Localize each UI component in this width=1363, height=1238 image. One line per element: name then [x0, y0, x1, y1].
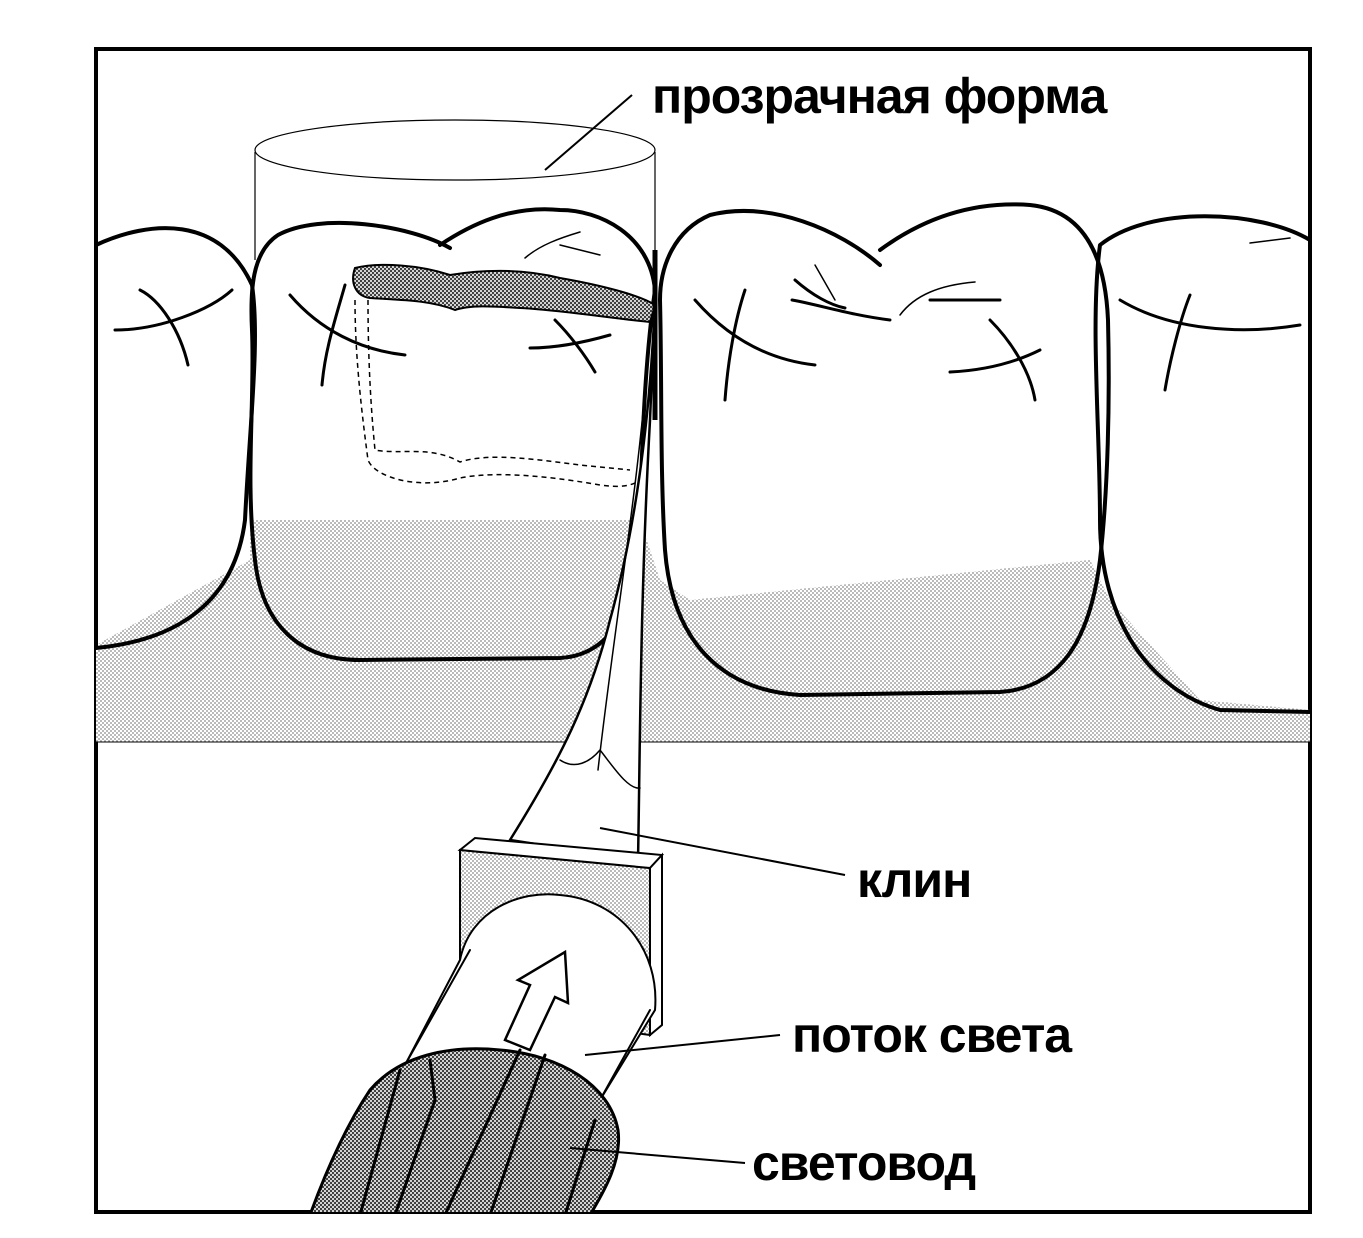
leader-transparent-form [544, 94, 633, 171]
leader-light-flow [584, 1034, 781, 1056]
leader-wedge [599, 827, 846, 876]
label-light-guide: световод [752, 1135, 975, 1191]
gum-area [96, 520, 1310, 742]
neighbor-tooth [658, 202, 1111, 697]
composite-layer [352, 263, 657, 324]
label-transparent-form: прозрачная форма [652, 68, 1109, 124]
cavity-outline [354, 299, 641, 488]
leader-light-guide [569, 1147, 746, 1164]
wedge [507, 299, 657, 862]
label-light-flow: поток света [792, 1007, 1073, 1063]
label-wedge: клин [857, 852, 971, 908]
light-direction-arrow [503, 949, 570, 1052]
transparent-form-top [254, 119, 656, 181]
treated-tooth [248, 207, 657, 662]
right-partial-tooth [1093, 214, 1310, 714]
